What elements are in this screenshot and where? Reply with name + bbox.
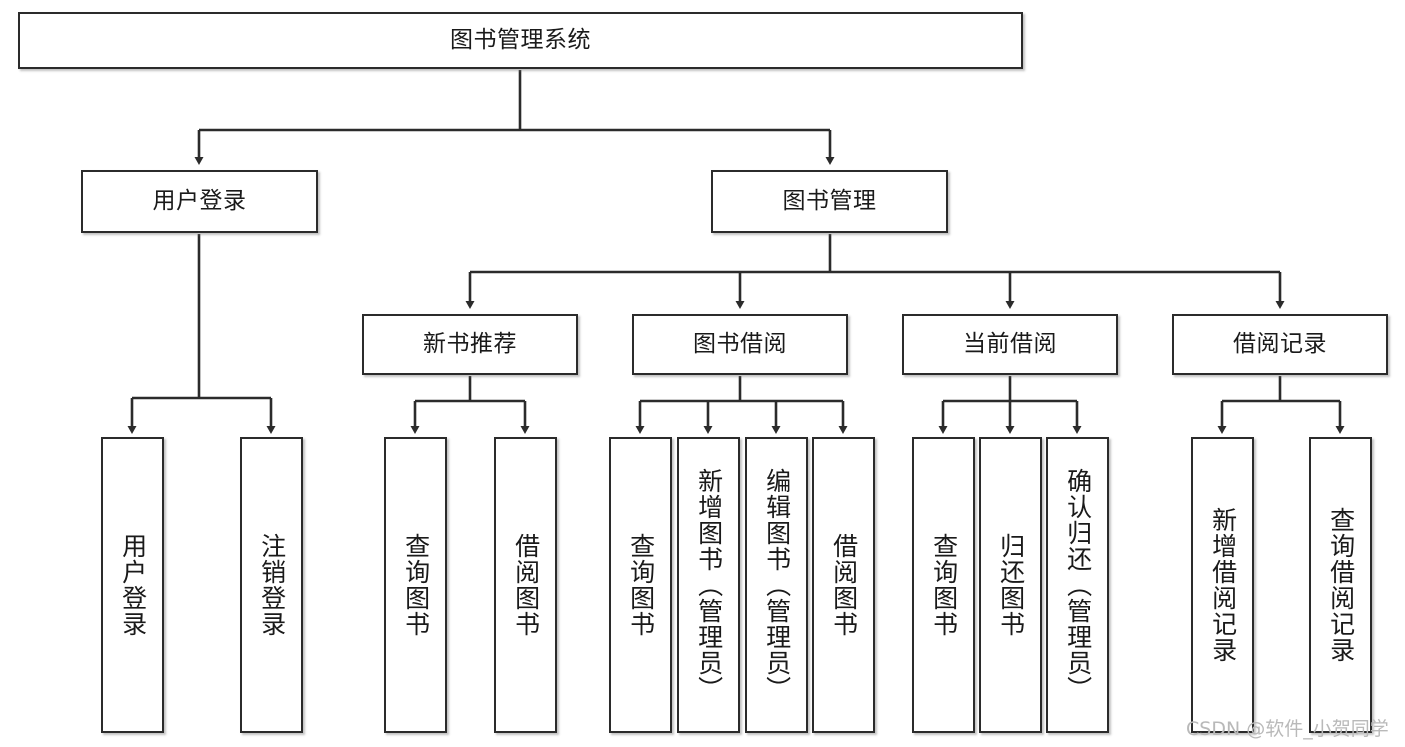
leaf-current-query-book[interactable]: 查询图书	[912, 437, 975, 733]
node-book-borrow[interactable]: 图书借阅	[632, 314, 848, 375]
node-label: 查询图书	[929, 533, 959, 637]
leaf-user-login[interactable]: 用户登录	[101, 437, 164, 733]
leaf-add-borrow-record[interactable]: 新增借阅记录	[1191, 437, 1254, 733]
leaf-edit-book-admin[interactable]: 编辑图书（管理员）	[745, 437, 808, 733]
node-label: 注销登录	[257, 533, 287, 637]
node-borrow-record[interactable]: 借阅记录	[1172, 314, 1388, 375]
node-new-book-recommend[interactable]: 新书推荐	[362, 314, 578, 375]
node-root-system[interactable]: 图书管理系统	[18, 12, 1023, 69]
node-current-borrow[interactable]: 当前借阅	[902, 314, 1118, 375]
node-book-management[interactable]: 图书管理	[711, 170, 948, 233]
node-label: 新书推荐	[423, 330, 517, 357]
node-label: 查询借阅记录	[1326, 507, 1356, 663]
leaf-new-book-borrow[interactable]: 借阅图书	[494, 437, 557, 733]
node-label: 图书管理系统	[450, 26, 591, 53]
csdn-watermark: CSDN @软件_小贺同学	[1186, 718, 1389, 740]
node-label: 编辑图书（管理员）	[762, 468, 792, 702]
node-label: 新增借阅记录	[1208, 507, 1238, 663]
leaf-query-borrow-record[interactable]: 查询借阅记录	[1309, 437, 1372, 733]
leaf-logout[interactable]: 注销登录	[240, 437, 303, 733]
node-label: 用户登录	[152, 187, 247, 214]
node-label: 新增图书（管理员）	[694, 468, 724, 702]
node-label: 查询图书	[401, 533, 431, 637]
node-label: 归还图书	[996, 533, 1026, 637]
node-label: 借阅图书	[511, 533, 541, 637]
leaf-return-book[interactable]: 归还图书	[979, 437, 1042, 733]
node-label: 用户登录	[118, 533, 148, 637]
node-label: 借阅记录	[1233, 330, 1327, 357]
leaf-confirm-return-admin[interactable]: 确认归还（管理员）	[1046, 437, 1109, 733]
node-label: 图书借阅	[693, 330, 787, 357]
leaf-new-book-query[interactable]: 查询图书	[384, 437, 447, 733]
leaf-add-book-admin[interactable]: 新增图书（管理员）	[677, 437, 740, 733]
node-user-login[interactable]: 用户登录	[81, 170, 318, 233]
node-label: 当前借阅	[963, 330, 1057, 357]
leaf-borrow-query-book[interactable]: 查询图书	[609, 437, 672, 733]
node-label: 查询图书	[626, 533, 656, 637]
node-label: 确认归还（管理员）	[1063, 468, 1093, 702]
leaf-borrow-book[interactable]: 借阅图书	[812, 437, 875, 733]
node-label: 图书管理	[782, 187, 877, 214]
node-label: 借阅图书	[829, 533, 859, 637]
